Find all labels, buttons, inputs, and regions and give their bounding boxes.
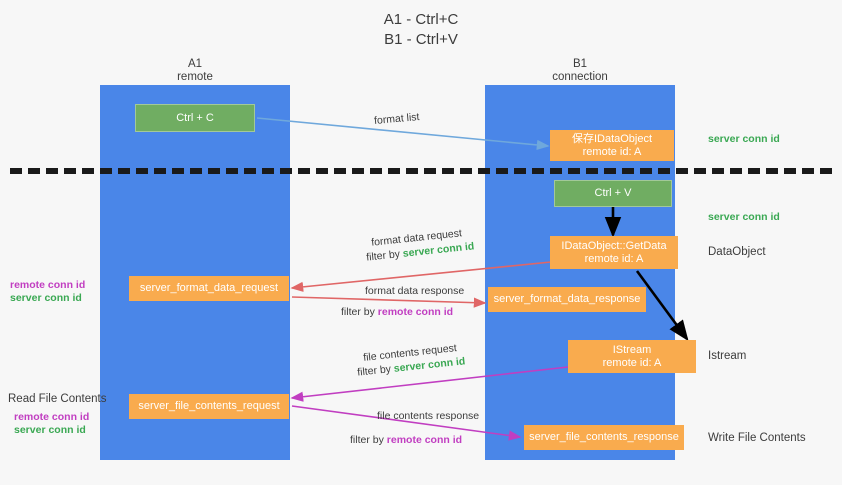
box-server-file-contents-response-label: server_file_contents_response bbox=[529, 431, 679, 443]
label-file-contents-response: file contents response bbox=[377, 410, 480, 422]
box-save-idataobject-line2: remote id: A bbox=[582, 145, 642, 158]
annotation-dataobject: DataObject bbox=[708, 246, 766, 258]
filter-prefix: filter by bbox=[350, 434, 387, 446]
box-ctrl-c-label: Ctrl + C bbox=[176, 111, 214, 124]
lane-header-b1: B1 connection bbox=[500, 58, 660, 84]
box-ctrl-v[interactable]: Ctrl + V bbox=[554, 180, 672, 207]
box-save-idataobject-line1: 保存IDataObject bbox=[571, 132, 653, 145]
box-getdata-line2: remote id: A bbox=[584, 252, 644, 265]
annotation-right-server-conn-id-1: server conn id bbox=[708, 133, 780, 145]
lane-header-a1: A1 remote bbox=[115, 58, 275, 84]
lane-a1-name: A1 bbox=[187, 58, 203, 70]
box-server-format-data-response-label: server_format_data_response bbox=[493, 293, 641, 305]
lane-b1-name: B1 bbox=[572, 58, 588, 70]
box-server-file-contents-request-label: server_file_contents_request bbox=[138, 400, 280, 412]
box-istream[interactable]: IStream remote id: A bbox=[568, 340, 696, 373]
box-server-file-contents-request[interactable]: server_file_contents_request bbox=[129, 394, 289, 419]
box-getdata-line1: IDataObject::GetData bbox=[561, 239, 667, 252]
filter-key-remote-conn-id: remote conn id bbox=[377, 306, 454, 318]
box-istream-line1: IStream bbox=[612, 343, 652, 356]
box-server-file-contents-response[interactable]: server_file_contents_response bbox=[524, 425, 684, 450]
annotation-left-remote-conn-id-2: remote conn id bbox=[14, 411, 90, 423]
filter-key-remote-conn-id: remote conn id bbox=[386, 434, 463, 446]
box-getdata[interactable]: IDataObject::GetData remote id: A bbox=[550, 236, 678, 269]
annotation-left-server-conn-id-2: server conn id bbox=[14, 424, 86, 436]
title-line-1: A1 - Ctrl+C bbox=[383, 11, 459, 28]
box-ctrl-v-label: Ctrl + V bbox=[594, 187, 632, 199]
label-format-data-response-filter: filter by remote conn id bbox=[341, 305, 453, 319]
box-istream-line2: remote id: A bbox=[602, 356, 662, 369]
annotation-left-server-conn-id-1: server conn id bbox=[10, 292, 82, 304]
label-file-contents-response-filter: filter by remote conn id bbox=[350, 433, 462, 447]
annotation-read-file-contents: Read File Contents bbox=[8, 393, 107, 405]
annotation-write-file-contents: Write File Contents bbox=[708, 432, 806, 444]
box-server-format-data-request-label: server_format_data_request bbox=[139, 282, 279, 294]
lane-a1-role: remote bbox=[177, 71, 213, 83]
annotation-istream: Istream bbox=[708, 350, 747, 362]
annotation-left-remote-conn-id-1: remote conn id bbox=[10, 279, 86, 291]
title-line-2: B1 - Ctrl+V bbox=[384, 31, 458, 48]
label-format-data-response: format data response bbox=[365, 285, 465, 297]
annotation-right-server-conn-id-2: server conn id bbox=[708, 211, 780, 223]
filter-prefix: filter by bbox=[356, 362, 395, 379]
page-title: A1 - Ctrl+C B1 - Ctrl+V bbox=[0, 10, 842, 50]
box-ctrl-c[interactable]: Ctrl + C bbox=[135, 104, 255, 132]
filter-prefix: filter by bbox=[341, 306, 378, 318]
label-format-list: format list bbox=[373, 111, 420, 127]
boundary-dashed-line bbox=[10, 168, 832, 174]
box-server-format-data-response[interactable]: server_format_data_response bbox=[488, 287, 646, 312]
lane-b1-role: connection bbox=[552, 71, 608, 83]
box-save-idataobject[interactable]: 保存IDataObject remote id: A bbox=[550, 130, 674, 161]
box-server-format-data-request[interactable]: server_format_data_request bbox=[129, 276, 289, 301]
filter-prefix: filter by bbox=[365, 247, 404, 264]
